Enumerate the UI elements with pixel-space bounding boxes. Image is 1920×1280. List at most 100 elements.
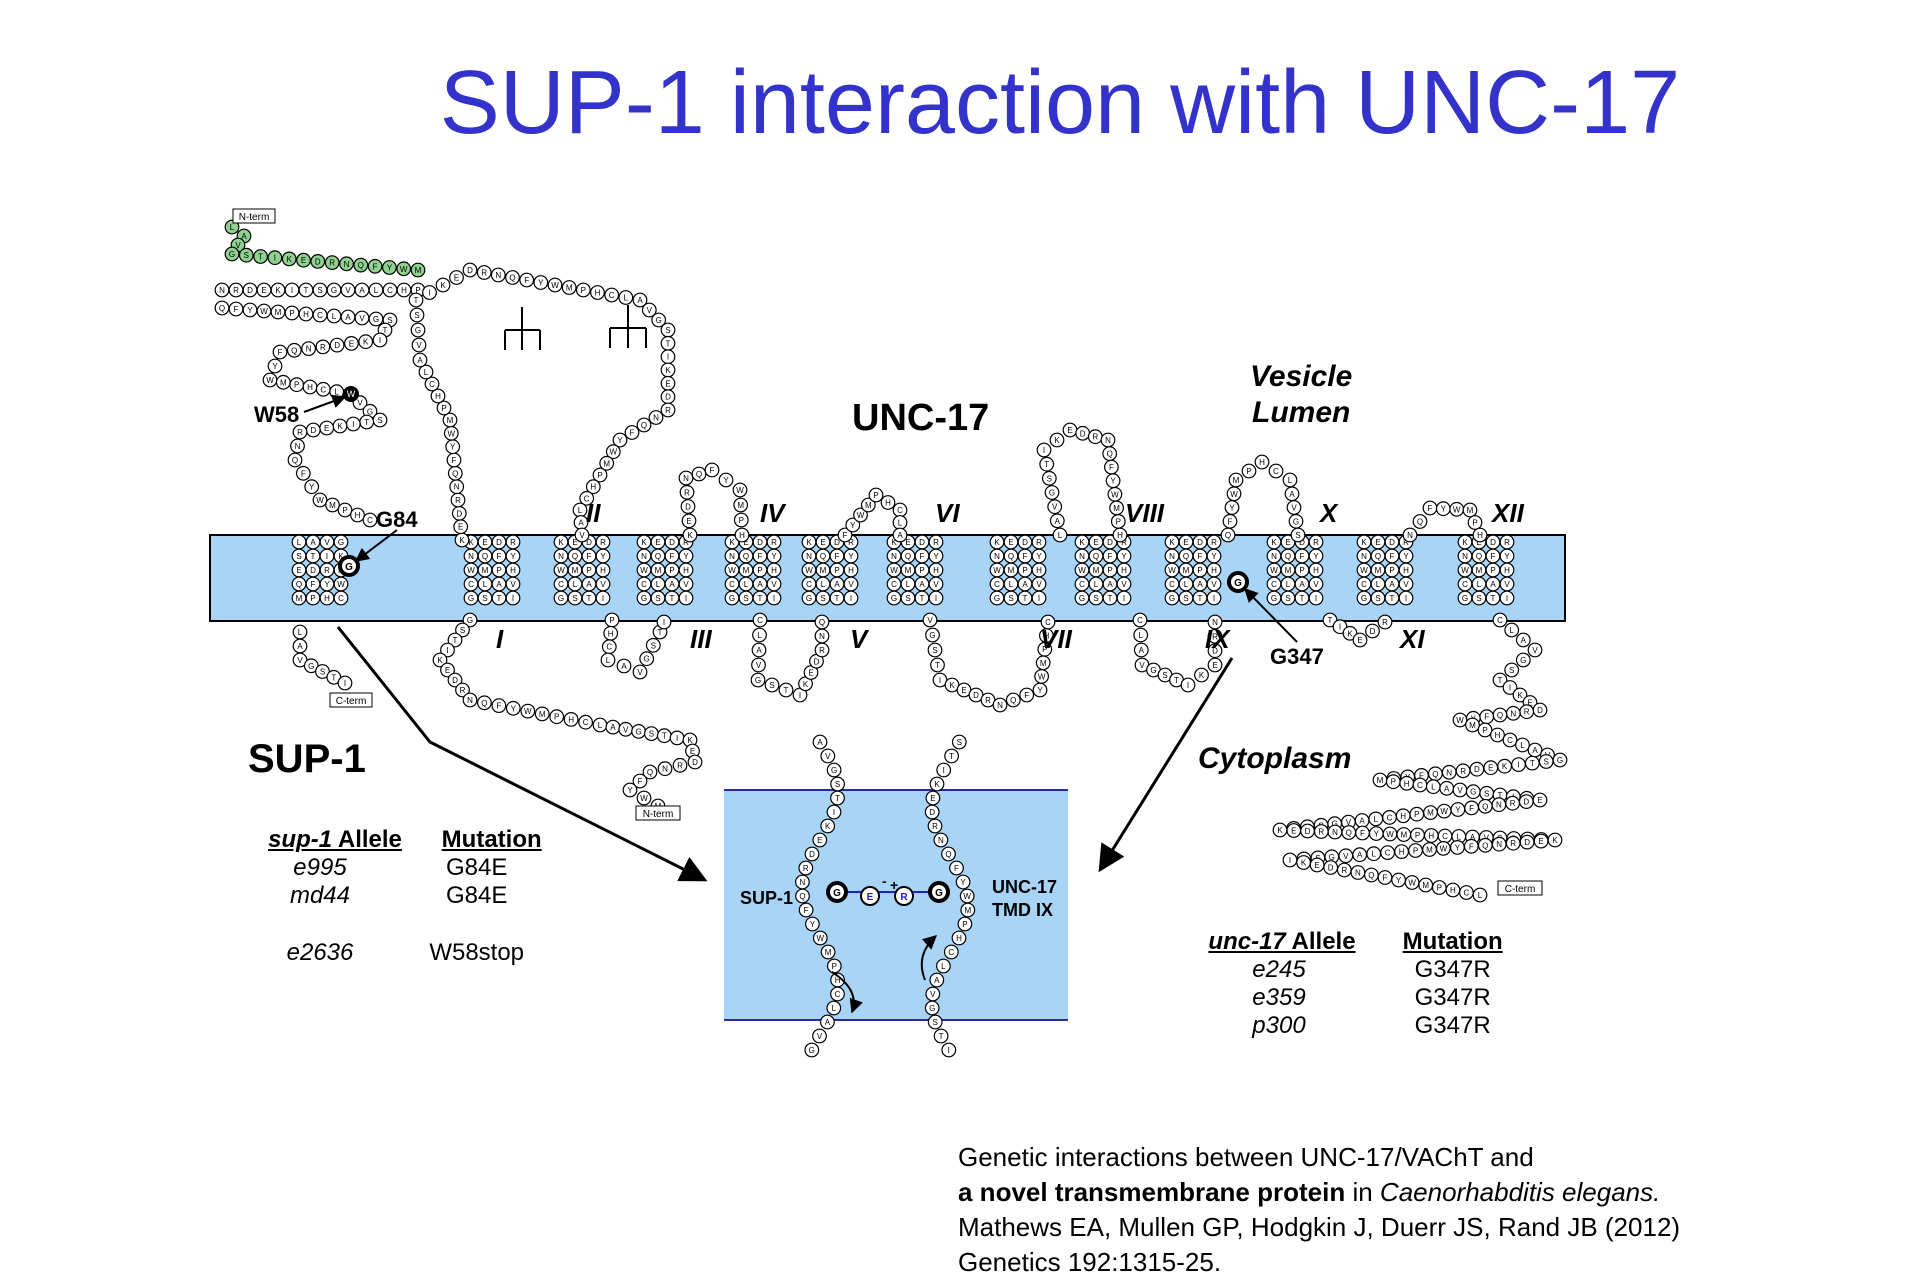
svg-text:S: S [244,251,249,260]
svg-text:A: A [621,662,627,671]
sup1-to-inset-arrow [336,626,708,882]
svg-text:R: R [683,538,689,547]
svg-text:W: W [551,281,559,290]
svg-text:Q: Q [296,580,302,589]
svg-text:V: V [1346,818,1352,827]
svg-text:W: W [347,389,356,399]
unc17-table-allele-word: Allele [1285,928,1356,955]
svg-text:P: P [1482,726,1487,735]
svg-text:F: F [920,552,925,561]
svg-text:Q: Q [1010,696,1016,705]
svg-text:Q: Q [1107,450,1113,459]
vesicle-label: Vesicle [1250,360,1352,393]
svg-text:W: W [557,566,565,575]
svg-text:G: G [935,888,943,899]
svg-text:E: E [905,538,910,547]
svg-text:R: R [600,538,606,547]
svg-text:L: L [332,312,337,321]
svg-text:K: K [1054,436,1060,445]
svg-text:P: P [832,962,837,971]
svg-text:Q: Q [509,274,515,283]
svg-text:T: T [364,418,369,427]
svg-text:S: S [482,594,487,603]
svg-text:H: H [1313,566,1319,575]
svg-text:D: D [1474,765,1480,774]
unc17-cterm-box: C-term [1497,880,1543,896]
svg-text:R: R [329,259,335,268]
svg-text:S: S [1484,789,1489,798]
svg-text:C: C [1417,781,1423,790]
svg-text:W: W [736,486,744,495]
svg-text:K: K [891,538,897,547]
svg-text:M: M [743,566,750,575]
svg-text:Y: Y [771,552,777,561]
svg-text:G: G [1520,656,1526,665]
svg-text:E: E [743,538,748,547]
svg-text:F: F [1108,552,1113,561]
svg-text:A: A [297,642,303,651]
svg-text:C: C [1137,616,1143,625]
svg-text:E: E [1357,636,1362,645]
svg-text:A: A [1299,580,1305,589]
svg-text:G: G [641,594,647,603]
svg-text:F: F [1419,771,1424,780]
svg-text:F: F [710,466,715,475]
svg-text:L: L [230,223,235,232]
svg-text:W: W [963,892,971,901]
svg-text:L: L [598,721,603,730]
svg-text:G: G [729,594,735,603]
svg-text:T: T [331,673,336,682]
mutation-cell: G347R [1414,956,1491,983]
svg-text:D: D [1389,538,1395,547]
svg-text:D: D [669,538,675,547]
svg-text:F: F [1383,874,1388,883]
svg-text:Y: Y [387,264,393,273]
svg-text:W: W [467,566,475,575]
svg-text:P: P [289,309,294,318]
svg-text:I: I [1315,594,1317,603]
svg-text:P: P [441,404,446,413]
mutation-cell: G84E [445,882,508,909]
svg-text:S: S [651,641,656,650]
svg-text:Q: Q [1008,552,1014,561]
svg-text:T: T [311,552,316,561]
sup1-allele-table: sup-1 Allele Mutation e995 G84E md44 G84… [250,826,557,967]
svg-text:H: H [600,566,606,575]
svg-text:N: N [641,552,647,561]
unc17-table-header: unc-17 Allele Mutation [1198,928,1539,956]
svg-text:Q: Q [1346,829,1352,838]
svg-text:N: N [1271,552,1277,561]
rotation-arrow-left [831,971,863,1014]
table-row: e2636 W58stop [250,939,557,967]
svg-text:Q: Q [655,552,661,561]
svg-text:A: A [897,531,903,540]
svg-text:F: F [804,906,809,915]
svg-text:N: N [1510,709,1516,718]
svg-text:E: E [820,538,825,547]
svg-text:R: R [1510,839,1516,848]
svg-text:V: V [510,580,516,589]
svg-text:W: W [1168,566,1176,575]
svg-text:N: N [1079,552,1085,561]
svg-text:N-term: N-term [643,809,674,820]
svg-text:T: T [304,286,309,295]
svg-text:A: A [417,356,423,365]
svg-text:Q: Q [1476,552,1482,561]
svg-text:D: D [310,566,316,575]
svg-text:P: P [1246,467,1251,476]
svg-text:I: I [948,1046,950,1055]
svg-text:Y: Y [1211,552,1217,561]
svg-text:L: L [298,628,303,637]
svg-text:P: P [1391,778,1396,787]
svg-text:S: S [769,681,774,690]
svg-text:H: H [1036,566,1042,575]
svg-text:L: L [1009,580,1014,589]
svg-text:C-term: C-term [1505,884,1536,895]
svg-text:L: L [483,580,488,589]
svg-text:L: L [898,519,903,528]
svg-text:F: F [1360,829,1365,838]
svg-text:R: R [665,406,671,415]
svg-text:E: E [690,747,695,756]
svg-text:L: L [821,580,826,589]
svg-text:F: F [835,552,840,561]
